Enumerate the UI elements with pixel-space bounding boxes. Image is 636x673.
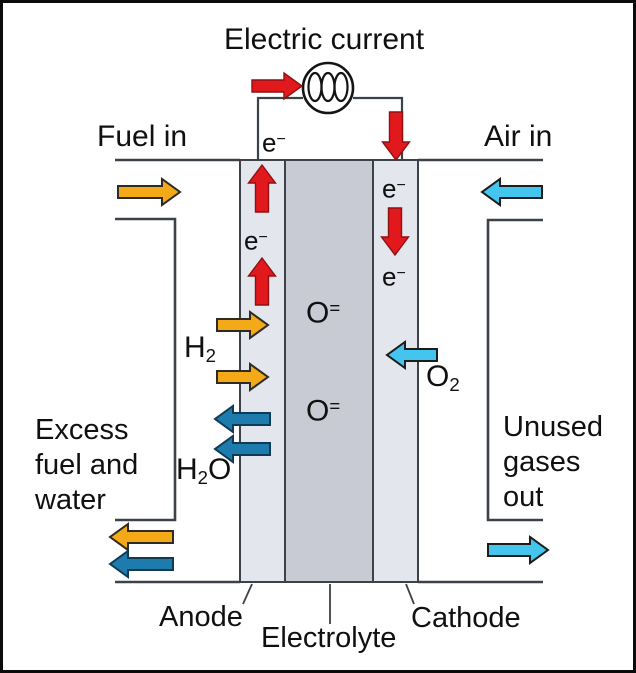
- electron-down-arrow-icon: [380, 207, 410, 257]
- electron-up-arrow-icon: [247, 163, 277, 213]
- cathode-leader-line: [405, 583, 415, 605]
- anode-leader-line: [242, 583, 253, 605]
- oxide-ion-label: O=: [306, 296, 341, 330]
- electron-label: e−: [382, 173, 406, 204]
- electron-down-arrow-icon: [381, 111, 411, 162]
- air-channel-inner-wall: [486, 218, 543, 522]
- air-in-arrow-icon: [480, 177, 543, 207]
- fuel-in-label: Fuel in: [97, 120, 188, 153]
- oxide-ion-label: O=: [306, 394, 341, 428]
- excess-water-arrow-icon: [108, 549, 174, 579]
- circuit-wire-left: [256, 96, 303, 160]
- electron-label: e−: [244, 225, 268, 256]
- unused-gases-arrow-icon: [487, 535, 550, 565]
- excess-fuel-arrow-icon: [108, 522, 174, 552]
- oxygen-arrow-icon: [385, 340, 438, 370]
- electron-up-arrow-icon: [247, 256, 277, 306]
- h2o-label: H2O: [176, 453, 232, 489]
- water-arrow-icon: [213, 404, 271, 434]
- air-in-label: Air in: [484, 120, 553, 153]
- water-arrow-icon: [213, 434, 271, 464]
- current-right-arrow-icon: [251, 71, 304, 101]
- cathode-label: Cathode: [411, 602, 521, 634]
- electron-label: e−: [382, 261, 406, 292]
- electrolyte-column: [284, 159, 374, 583]
- o2-label: O2: [426, 360, 460, 396]
- page-title: Electric current: [224, 23, 425, 56]
- anode-label: Anode: [159, 601, 243, 633]
- fuel-in-arrow-icon: [117, 177, 182, 207]
- excess-fuel-water-label: Excess fuel and water: [35, 414, 139, 516]
- electrolyte-label: Electrolyte: [261, 622, 397, 654]
- unused-gases-label: Unused gases out: [503, 411, 603, 513]
- electron-label: e−: [262, 127, 286, 158]
- hydrogen-arrow-icon: [216, 362, 270, 392]
- hydrogen-arrow-icon: [216, 310, 270, 340]
- load-coil-icon: [301, 61, 355, 115]
- fuel-channel-inner-wall: [115, 217, 177, 522]
- coil-loop-icon: [333, 71, 349, 103]
- h2-label: H2: [184, 331, 217, 367]
